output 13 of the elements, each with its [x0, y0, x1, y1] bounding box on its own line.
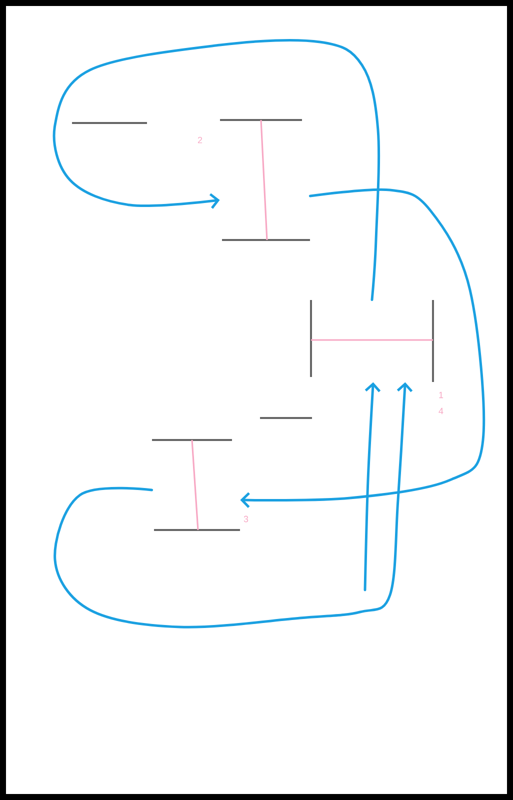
dash-line [260, 417, 312, 419]
arrow [54, 382, 413, 628]
h-frame-shape [310, 299, 434, 383]
arrow [240, 188, 486, 508]
number-label: 2 [198, 136, 202, 144]
dash-line [72, 122, 147, 124]
number-label: 4 [438, 408, 444, 414]
arrow [52, 39, 380, 302]
number-label: 1 [439, 392, 444, 398]
i-beam-shape [219, 119, 311, 241]
number-label: 3 [244, 516, 248, 522]
i-beam-shape [151, 439, 241, 531]
arrow [364, 382, 381, 592]
